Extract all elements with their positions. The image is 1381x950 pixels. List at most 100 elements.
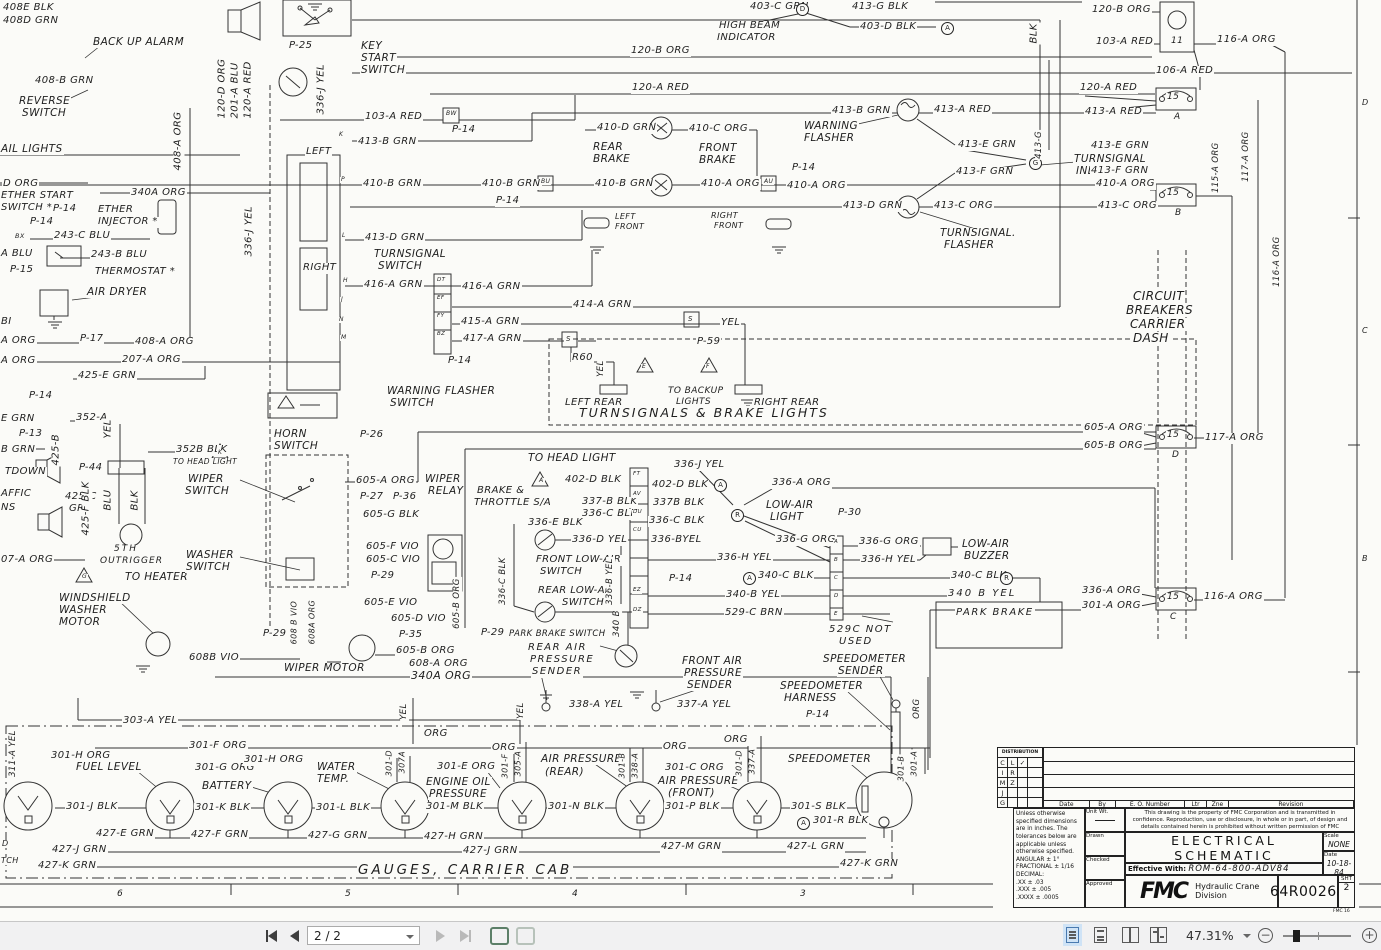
wire-label: GRN	[68, 503, 94, 515]
wire-label: 413-F GRN	[1090, 165, 1150, 177]
page-dropdown-caret[interactable]	[406, 935, 414, 943]
wire-label: CARRIER	[1129, 317, 1187, 331]
wire-label: 116-A ORG	[1272, 235, 1283, 288]
page-number-input[interactable]: 2 / 2	[307, 926, 420, 945]
previous-view-button[interactable]	[490, 926, 509, 946]
wire-label: 301-H ORG	[243, 754, 305, 766]
wire-label: 427-L GRN	[786, 841, 846, 853]
wire-label: AIL LIGHTS	[0, 143, 64, 156]
continuous-facing-layout-button[interactable]	[1150, 927, 1167, 943]
wire-label: 427-J GRN	[51, 844, 108, 856]
next-page-button[interactable]	[432, 926, 448, 946]
wire-label: BU	[540, 178, 552, 186]
wire-label: 301-K BLK	[194, 802, 252, 814]
wire-label: 120-B ORG	[1091, 4, 1152, 16]
wire-label: 301-L BLK	[315, 802, 372, 814]
wire-label: BZ	[436, 331, 447, 338]
wire-label: K	[338, 131, 345, 139]
wire-label: BRAKE	[698, 154, 738, 167]
wire-label: D	[1171, 450, 1181, 461]
wire-label: 301-M BLK	[425, 801, 485, 813]
wire-label: 301-A	[909, 749, 919, 778]
wire-label: 3	[799, 889, 808, 900]
wire-label: E	[833, 611, 839, 618]
wire-label: THROTTLE S/A	[473, 497, 553, 509]
wire-label: 336-J YEL	[315, 63, 327, 116]
wire-label: REAR LOW-AIR	[537, 585, 617, 597]
component-tag: R	[1000, 572, 1013, 585]
wire-label: 301-A ORG	[1081, 600, 1142, 612]
wire-label: 408E BLK	[2, 2, 55, 14]
next-view-icon	[516, 927, 535, 945]
wire-label: 103-A RED	[1095, 36, 1155, 48]
wire-label: BI	[0, 316, 13, 328]
wire-label: FRONT	[614, 222, 646, 232]
last-page-button[interactable]	[454, 926, 476, 946]
continuous-layout-button[interactable]	[1094, 927, 1107, 943]
wire-label: HARNESS	[783, 692, 838, 705]
wire-label: 340 B	[612, 609, 623, 638]
wire-label: TO HEAD LIGHT	[527, 452, 617, 465]
wire-label: 605-E VIO	[363, 597, 419, 609]
wire-label: 301-F ORG	[188, 740, 248, 752]
wire-label: HIGH BEAM	[718, 20, 782, 32]
wire-label: 336-D YEL	[571, 534, 629, 546]
wire-label: 301-G ORG	[194, 762, 256, 774]
zoom-level-value[interactable]: 47.31%	[1186, 928, 1234, 943]
zoom-slider-thumb[interactable]	[1293, 930, 1300, 942]
zoom-slider-track[interactable]	[1283, 935, 1351, 937]
wire-label: 337B BLK	[652, 497, 706, 509]
wire-label: P-14	[451, 124, 477, 136]
component-tag: A	[743, 572, 756, 585]
wire-label: SWITCH	[360, 64, 407, 77]
wire-label: 243-C BLU	[53, 230, 112, 242]
date-value: 10-18-84	[1326, 858, 1352, 877]
wire-label: ENGINE OIL	[425, 776, 492, 789]
wire-label: P-14	[447, 355, 473, 367]
wire-label: 402-D BLK	[651, 479, 710, 491]
wire-label: AIR PRESSURE	[657, 775, 740, 788]
wire-label: P-14	[668, 573, 694, 585]
wire-label: 605-B ORG	[395, 645, 456, 657]
wire-label: TURNSIGNALS & BRAKE LIGHTS	[578, 405, 830, 420]
wire-label: 427-M GRN	[660, 841, 723, 853]
wire-label: 103-A RED	[364, 111, 424, 123]
single-page-layout-button[interactable]	[1063, 924, 1082, 946]
wire-label: 410-B GRN	[481, 178, 542, 190]
wire-label: REAR	[592, 141, 625, 154]
zoom-in-button[interactable]: +	[1362, 928, 1377, 943]
wire-label: TDOWN	[4, 466, 48, 478]
wire-label: 413-G	[1034, 130, 1045, 160]
wire-label: 106-A RED	[1155, 65, 1215, 77]
wire-label: 605-A ORG	[1083, 422, 1144, 434]
wire-label: P-14	[805, 709, 831, 721]
wire-label: 301-N BLK	[547, 801, 605, 813]
tolerance-intro: Unless otherwise specified dimensions ar…	[1016, 811, 1077, 856]
wire-label: 417-A GRN	[462, 333, 523, 345]
wire-label: 15	[1166, 92, 1181, 103]
wire-label: SWITCH	[377, 260, 424, 273]
wire-label: H	[342, 277, 349, 285]
wire-label: BRAKE	[592, 153, 632, 166]
previous-page-button[interactable]	[286, 926, 302, 946]
zoom-dropdown-caret[interactable]	[1242, 926, 1252, 946]
wire-label: 338-A YEL	[568, 699, 625, 711]
wire-label: C	[1361, 326, 1369, 336]
wire-label: P-36	[392, 491, 418, 503]
first-page-button[interactable]	[260, 926, 282, 946]
wire-label: P-25	[288, 40, 314, 52]
next-view-button[interactable]	[516, 926, 535, 946]
wire-label: 301-R BLK	[812, 815, 870, 827]
form-number: FMC 16	[1333, 909, 1350, 914]
facing-pages-layout-button[interactable]	[1122, 927, 1139, 943]
wire-label: DASH	[1132, 331, 1170, 345]
wire-label: AFFIC	[0, 488, 33, 500]
wire-label: 413-A RED	[1084, 106, 1144, 118]
wire-label: 116-A ORG	[1203, 591, 1264, 603]
effective-value: ROM-64-800-ADV84	[1188, 864, 1290, 874]
wire-label: BUZZER	[963, 550, 1011, 563]
zoom-out-button[interactable]: −	[1258, 928, 1273, 943]
wire-label: P-14	[791, 162, 817, 174]
